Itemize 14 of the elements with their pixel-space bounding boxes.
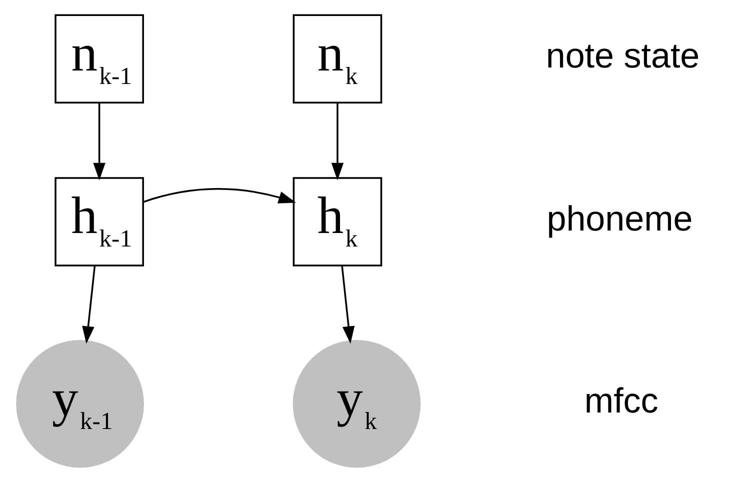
arrow: [340, 266, 354, 344]
node-circle: y$_{k-1}$: [16, 340, 144, 468]
label: note state: [545, 36, 700, 76]
arrow: [142, 188, 296, 204]
label: phoneme: [546, 199, 692, 238]
node-box: h$_{k-1}$: [54, 177, 144, 266]
node-circle: y$_{k}$: [292, 340, 420, 468]
arrow: [82, 266, 96, 344]
arrow: [92, 103, 105, 180]
node-box: n$_{k-1}$: [54, 14, 144, 104]
label: mfcc: [584, 382, 658, 421]
arrow: [330, 103, 344, 180]
node-box: h$_{k}$: [292, 177, 382, 266]
node-box: n$_{k}$: [292, 14, 382, 104]
